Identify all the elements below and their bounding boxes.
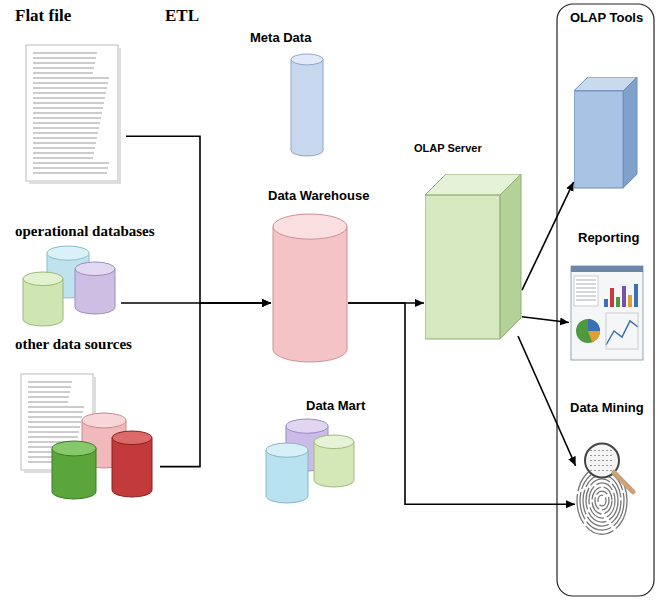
data-warehouse-icon bbox=[272, 213, 348, 363]
reporting-icon bbox=[570, 265, 644, 361]
node-label: operational databases bbox=[15, 223, 155, 240]
node-label: Data Mart bbox=[306, 398, 365, 413]
olap-tools-icon bbox=[574, 77, 638, 189]
node-label: Data Warehouse bbox=[268, 188, 369, 203]
data-mining-node: Data Mining bbox=[570, 400, 644, 548]
flow-arrow bbox=[126, 136, 271, 303]
operational-databases-node: operational databases bbox=[15, 223, 155, 332]
other-sources-node: other data sources bbox=[15, 336, 158, 503]
metadata-store-icon bbox=[290, 53, 324, 157]
node-label: Flat file bbox=[15, 6, 123, 26]
data-mart-node: Data Mart bbox=[262, 398, 365, 505]
data-mart-icon bbox=[262, 417, 358, 505]
node-label: Reporting bbox=[578, 230, 644, 245]
operational-databases-icon bbox=[19, 242, 119, 332]
data-mining-icon bbox=[576, 423, 636, 548]
flat-file-node: Flat file bbox=[15, 6, 123, 186]
olap-tools-node: OLAP Tools bbox=[570, 10, 643, 189]
node-label: Meta Data bbox=[250, 30, 324, 45]
other-sources-icon bbox=[20, 373, 158, 503]
reporting-node: Reporting bbox=[570, 230, 644, 361]
node-label: other data sources bbox=[15, 336, 158, 353]
node-label: Data Mining bbox=[570, 400, 644, 415]
flow-arrow bbox=[160, 303, 271, 467]
olap-server-node: OLAP Server bbox=[414, 142, 522, 340]
flow-arrow bbox=[518, 336, 576, 466]
metadata-store-node: Meta Data bbox=[250, 30, 324, 157]
node-label: OLAP Tools bbox=[570, 10, 643, 25]
stage-label: ETL bbox=[165, 6, 199, 26]
flow-arrow bbox=[522, 317, 569, 323]
flow-arrow bbox=[522, 182, 574, 290]
data-warehouse-node: Data Warehouse bbox=[268, 188, 369, 363]
flat-file-icon bbox=[25, 44, 123, 186]
olap-server-icon bbox=[425, 174, 522, 340]
node-label: OLAP Server bbox=[414, 142, 522, 154]
